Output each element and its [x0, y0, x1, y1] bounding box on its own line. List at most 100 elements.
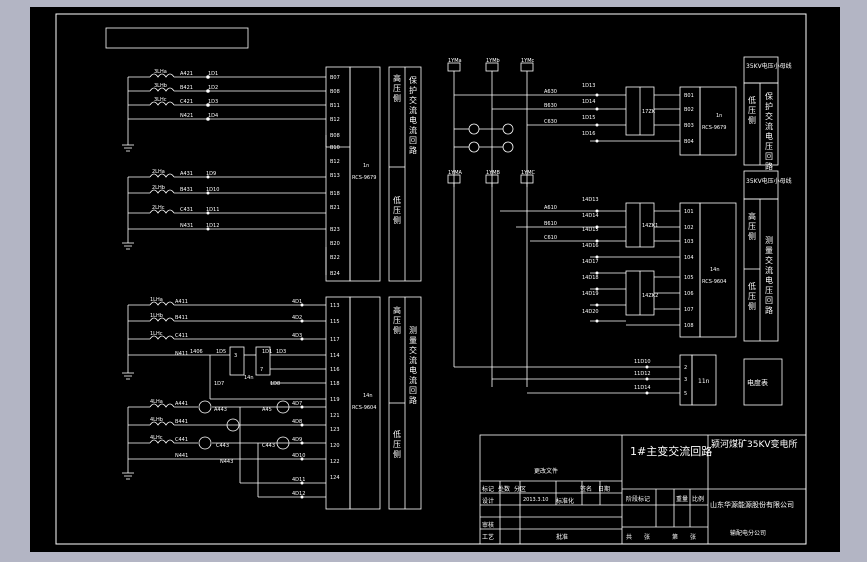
mid-wire: C443 [262, 443, 275, 449]
mid-wire: A45 [262, 407, 272, 413]
tb: 第 [672, 533, 678, 541]
term-label: 4D10 [292, 453, 305, 459]
tb: 分区 [514, 485, 526, 493]
side-protect-char: 保 [765, 91, 773, 101]
side-measure-char: 回 [765, 296, 773, 305]
tb: 重量 [676, 495, 688, 503]
wire-label: A431 [180, 171, 193, 177]
wire-label: C411 [175, 333, 188, 339]
side-high-char: 压 [748, 222, 756, 231]
side-protect-char: 电 [409, 115, 417, 125]
pin-label: B07 [330, 75, 340, 81]
mid-wire: A443 [214, 407, 227, 413]
pin-label: 3 [684, 377, 687, 383]
term-label: 4D3 [292, 333, 302, 339]
box-label: 14ZK2 [642, 293, 658, 299]
device-label: 11n [698, 378, 710, 385]
pin-label: 117 [330, 337, 340, 343]
side-high-char: 侧 [393, 93, 401, 103]
tb: 比例 [692, 495, 704, 503]
device-label: 1n [363, 163, 369, 169]
left-top-terms [206, 75, 210, 121]
side-high-char: 高 [393, 305, 401, 315]
ct-label: 4LHa [150, 399, 163, 405]
ct-label: 2LHa [152, 169, 165, 175]
side-measure-char: 流 [765, 265, 773, 275]
model-label: RCS-9679 [702, 125, 726, 131]
pin-label: B11 [330, 103, 340, 109]
inner: 14n [244, 375, 254, 381]
ct-label: 4LHb [150, 417, 163, 423]
vt-label: 1YMc [521, 58, 535, 64]
side-measure-char: 交 [409, 345, 417, 355]
model-label: RCS-9604 [352, 405, 376, 411]
side-protect-char: 电 [765, 131, 773, 141]
side-low-char: 压 [748, 292, 756, 301]
term-label: 4D9 [292, 437, 302, 443]
side-low-char: 压 [393, 206, 401, 215]
tb: 处数 [498, 485, 510, 493]
tb: 设计 [482, 497, 494, 505]
term-label: 14D19 [582, 291, 599, 297]
tb: 工艺 [482, 533, 494, 541]
tb: 标记 [482, 485, 494, 493]
tb: 标准化 [556, 497, 574, 505]
term-label: 14D15 [582, 227, 599, 233]
side-high-char: 高 [748, 211, 756, 221]
ct-label: 3LHc [154, 97, 167, 103]
wire-label: C421 [180, 99, 193, 105]
pin-label: 113 [330, 303, 340, 309]
term-label: 1D12 [206, 223, 219, 229]
side-protect-char: 流 [409, 105, 417, 115]
drawing-frame [55, 13, 807, 545]
pin-label: B04 [684, 139, 694, 145]
term-label: 1D16 [582, 131, 595, 137]
inner: 1406 [190, 349, 203, 355]
term-label: 14D17 [582, 259, 599, 265]
side-low-char: 侧 [748, 301, 756, 311]
wire-label: A411 [175, 299, 188, 305]
tb: 张 [644, 533, 650, 541]
side-high-char: 压 [393, 316, 401, 325]
ct-label: 2LHc [152, 205, 165, 211]
vt-label: 1YMb [486, 58, 500, 64]
pin-label: B12 [330, 159, 340, 165]
pin-label: 118 [330, 381, 340, 387]
side-high-char: 高 [393, 73, 401, 83]
side-protect-char: 回 [409, 136, 417, 145]
wire-label: B411 [175, 315, 188, 321]
side-protect-char: 保 [409, 75, 417, 85]
pin-label: 106 [684, 291, 694, 297]
right-bottom-group [454, 354, 783, 406]
vt-label: 1YMC [521, 170, 536, 176]
term-label: 14D14 [582, 213, 599, 219]
box-label: 17ZK [642, 109, 656, 115]
inner: 1D3 [276, 349, 286, 355]
term-label: 4D11 [292, 477, 305, 483]
drawing-title: 1#主变交流回路 [630, 444, 712, 458]
mid-wire: N443 [220, 459, 233, 465]
model-label: RCS-9679 [352, 175, 376, 181]
term-label: 1D14 [582, 99, 595, 105]
wire-label: N431 [180, 223, 193, 229]
side-protect-char: 路 [765, 161, 773, 171]
wire-label: A421 [180, 71, 193, 77]
tb: 批准 [556, 533, 568, 541]
top-left-cell [105, 27, 249, 49]
inner: 1D1 [262, 349, 272, 355]
wire-label: N441 [175, 453, 188, 459]
left-bottom-group [122, 296, 422, 510]
side-measure-char: 流 [409, 375, 417, 385]
term-label: 14D13 [582, 197, 599, 203]
pin-label: 107 [684, 307, 694, 313]
tb: 2013.3.10 [523, 497, 548, 503]
pin-label: B23 [330, 227, 340, 233]
term-label: 11D12 [634, 371, 651, 377]
side-protect-char: 路 [409, 145, 417, 155]
side-protect-char: 压 [765, 142, 773, 151]
term-label: 4D1 [292, 299, 302, 305]
tb: 阶段标记 [626, 495, 650, 503]
meter-label: 电度表 [747, 378, 768, 387]
pin-label: B08 [330, 133, 340, 139]
pin-label: 114 [330, 353, 340, 359]
